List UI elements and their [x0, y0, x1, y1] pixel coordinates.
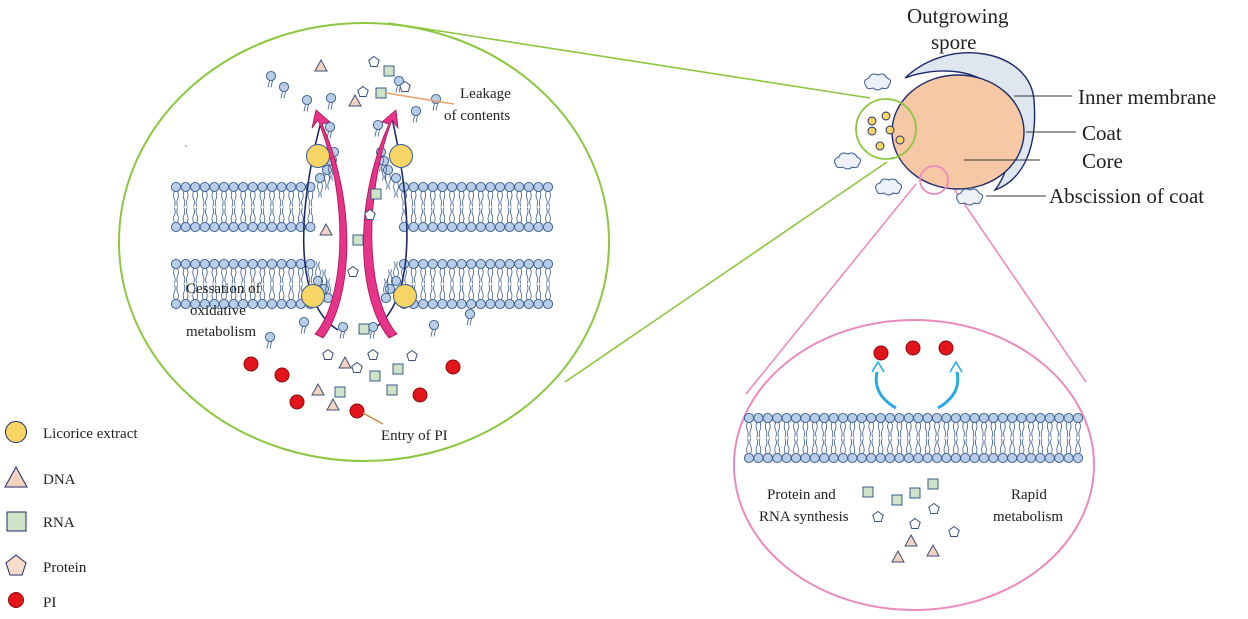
abscission-label: Abscission of coat [1049, 184, 1204, 208]
pink-zoom-line-left [745, 183, 917, 395]
red-circle-icon [8, 592, 24, 608]
core-label: Core [1082, 149, 1123, 173]
bottom-contents [243, 308, 476, 425]
legend-label: RNA [43, 515, 75, 531]
coat-label: Coat [1082, 121, 1122, 145]
entry-of-pi-label: Entry of PI [381, 428, 448, 444]
spore-pink-highlight [919, 165, 949, 195]
cessation-label-line1: Cessation of [186, 281, 261, 297]
yellow-circle-icon [5, 421, 27, 443]
leakage-label-line2: of contents [444, 108, 510, 124]
spore-core [891, 74, 1025, 190]
green-zoom-line-top [387, 22, 871, 99]
green-zoom-line-bottom [564, 161, 888, 383]
spore-green-highlight [855, 98, 917, 160]
green-square-icon [6, 511, 27, 532]
pi-blocked [871, 340, 963, 410]
legend-label: PI [43, 595, 56, 611]
pink-zoom-circle [733, 319, 1095, 611]
legend-item-protein: Protein [5, 554, 87, 576]
protein-rna-line2: RNA synthesis [759, 509, 849, 525]
legend-label: Protein [43, 560, 87, 576]
legend-label: DNA [43, 472, 76, 488]
cessation-label-line3: metabolism [186, 324, 256, 340]
legend-item-rna: RNA [6, 511, 75, 532]
triangle-icon [4, 465, 28, 488]
spore [834, 52, 1076, 206]
pink-zoom-line-right [949, 182, 1087, 383]
rapid-line2: metabolism [993, 509, 1063, 525]
licorice-particles [301, 144, 417, 308]
leakage-label-line1: Leakage [460, 86, 511, 102]
cessation-label-line2: oxidative [190, 303, 246, 319]
leaked-contents [265, 56, 455, 139]
legend-label: Licorice extract [43, 426, 138, 442]
legend: Licorice extract DNA RNA Protein PI [4, 421, 138, 611]
legend-item-licorice: Licorice extract [5, 421, 138, 443]
protein-rna-line1: Protein and [767, 487, 836, 503]
pentagon-icon [5, 554, 27, 576]
rapid-line1: Rapid [1011, 487, 1047, 503]
inner-membrane-label: Inner membrane [1078, 85, 1216, 109]
legend-item-dna: DNA [4, 465, 76, 488]
outgrowing-spore-line2: spore [931, 30, 977, 54]
outgrowing-spore-line1: Outgrowing [907, 4, 1009, 28]
legend-item-pi: PI [8, 592, 56, 611]
